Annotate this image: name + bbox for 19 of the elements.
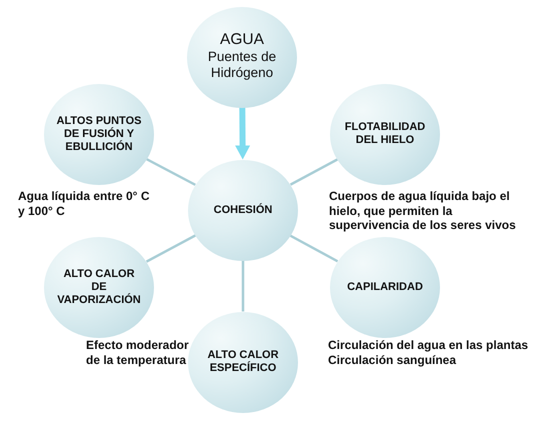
connector-line <box>290 158 338 186</box>
node-label: ALTO CALOR DE VAPORIZACIÓN <box>56 268 142 306</box>
node-label: COHESIÓN <box>212 204 274 216</box>
annotation-text: Circulación sanguínea <box>328 352 458 368</box>
annotation-text: Circulación del agua en las plantas <box>328 338 530 353</box>
annotation-text: Agua líquida entre 0° C y 100° C <box>18 189 150 218</box>
connector-line <box>290 234 338 262</box>
node-subtitle: Puentes de Hidrógeno <box>206 48 278 82</box>
node-label: CAPILARIDAD <box>346 280 424 294</box>
connector-line <box>146 234 196 263</box>
annotation-text: Cuerpos de agua líquida bajo el hielo, que permiten la supervivencia de los seres vivos <box>329 189 517 233</box>
connector-line <box>242 260 244 312</box>
arrow <box>235 107 250 160</box>
node-label: FLOTABILIDAD DEL HIELO <box>344 121 426 147</box>
node-title: AGUA <box>219 32 265 49</box>
connector-line <box>146 158 196 186</box>
node-label: ALTOS PUNTOS DE FUSIÓN Y EBULLICIÓN <box>56 114 142 154</box>
node-label: ALTO CALOR ESPECÍFICO <box>206 349 280 375</box>
annotation-text: Efecto moderador de la temperatura <box>86 338 190 368</box>
